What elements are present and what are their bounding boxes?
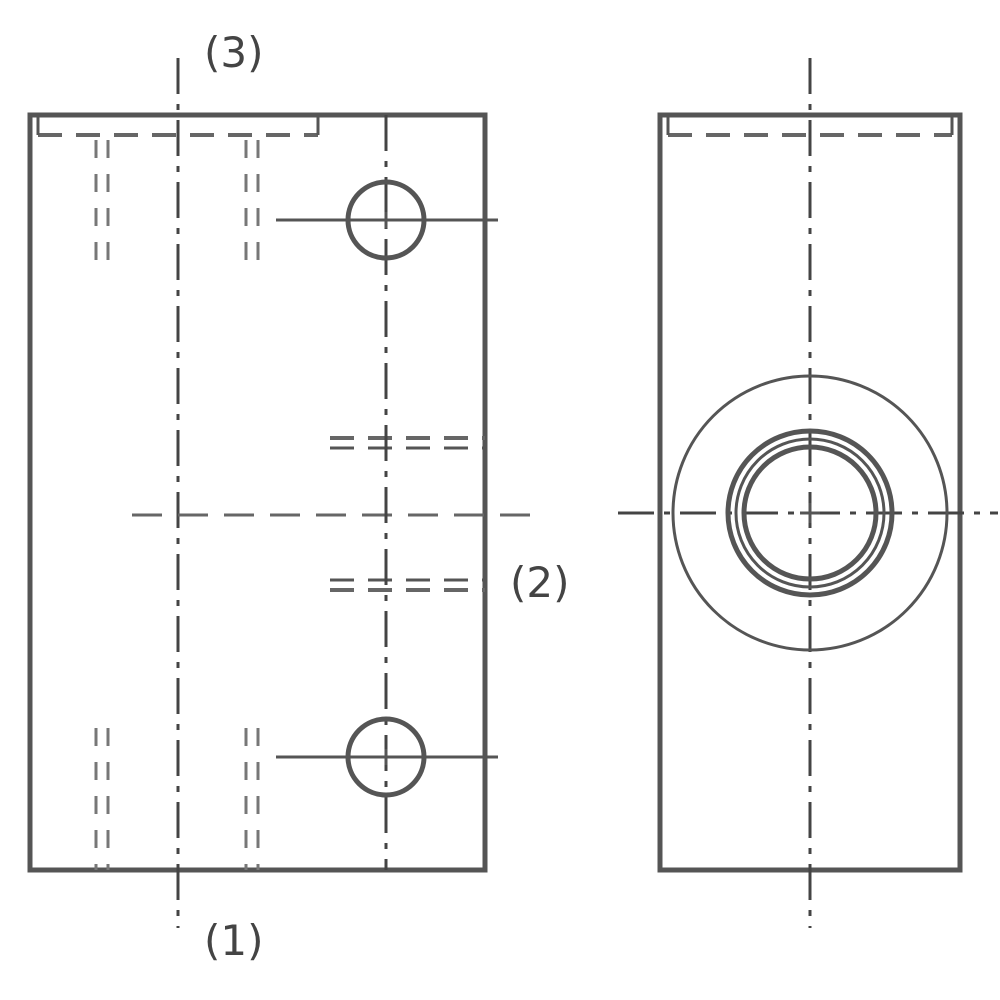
port-3-label: (3): [204, 28, 264, 77]
port-2-center-cross: [800, 503, 820, 523]
mounting-hole-bottom: [276, 716, 498, 798]
mounting-hole-top: [276, 179, 498, 261]
port-2-spotface-circle: [671, 374, 949, 652]
side-view: [618, 58, 998, 928]
port-1-label: (1): [204, 916, 264, 965]
front-view: (3) (2) (1): [27, 28, 570, 965]
port-2-label: (2): [510, 558, 570, 607]
port-2-thread-mid-circle: [734, 437, 886, 589]
mounting-hole-bottom-cross: [378, 749, 394, 765]
mounting-hole-top-cross: [378, 212, 394, 228]
port-2-bore-circle: [741, 444, 879, 582]
port-2-thread-outer-circle: [725, 428, 895, 598]
